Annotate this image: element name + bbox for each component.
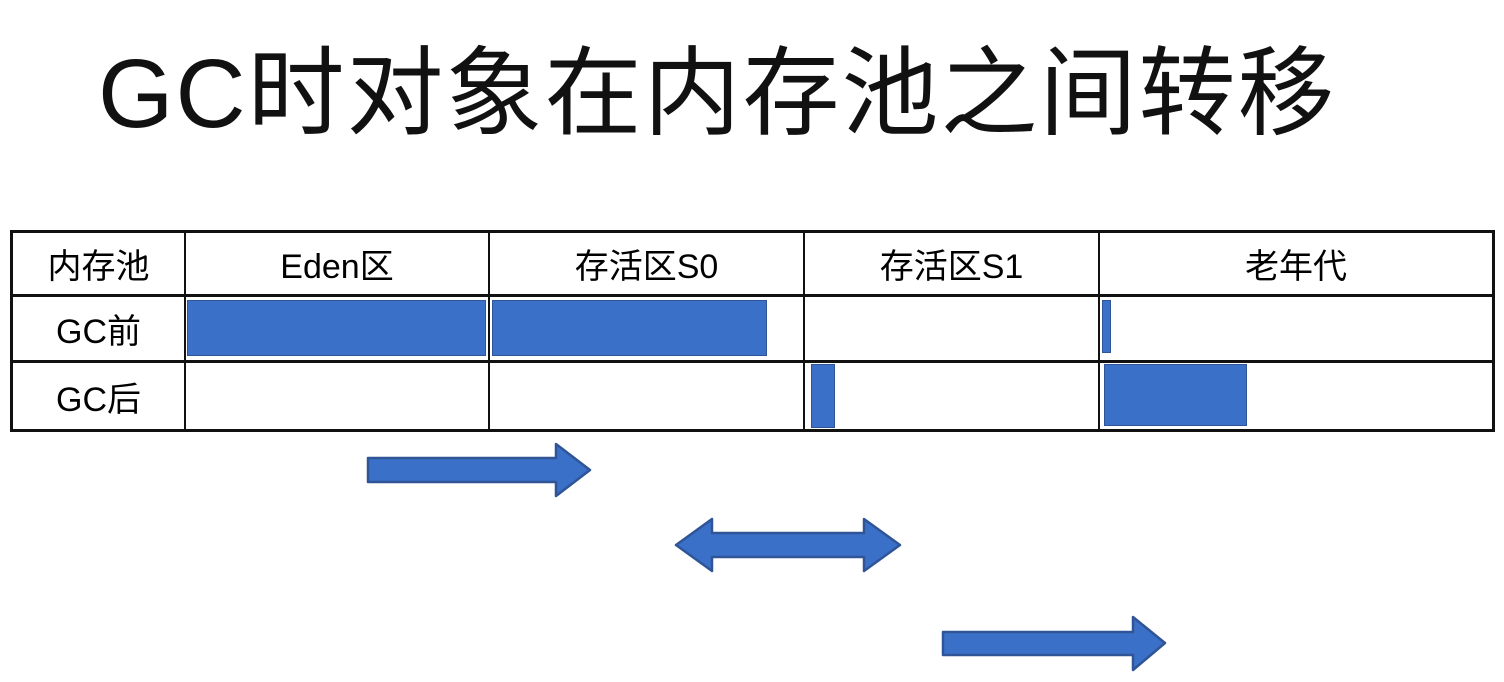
header-cell-memory-pool: 内存池 bbox=[13, 233, 186, 297]
header-cell-eden: Eden区 bbox=[186, 233, 490, 297]
double-headed-arrow-icon-s0-s1 bbox=[668, 514, 908, 576]
double-headed-arrow-polygon bbox=[674, 517, 902, 573]
slide-title: GC时对象在内存池之间转移 bbox=[98, 39, 1337, 148]
occupancy-bar-after-old bbox=[1103, 364, 1247, 426]
memory-pool-table: 内存池 Eden区 存活区S0 存活区S1 老年代 GC前 GC后 bbox=[10, 230, 1495, 432]
occupancy-bar-before-s0 bbox=[491, 299, 768, 356]
right-arrow-polygon bbox=[941, 615, 1167, 672]
cell-before-eden bbox=[186, 297, 490, 363]
occupancy-bar-after-s1 bbox=[811, 364, 836, 428]
cell-before-s0 bbox=[490, 297, 805, 363]
cell-before-s1 bbox=[805, 297, 1100, 363]
header-cell-survivor-s1: 存活区S1 bbox=[805, 233, 1100, 297]
occupancy-bar-before-eden bbox=[186, 299, 487, 356]
cell-before-old bbox=[1100, 297, 1492, 363]
cell-after-s0 bbox=[490, 363, 805, 429]
row-label-before-gc: GC前 bbox=[13, 297, 186, 363]
right-arrow-icon-eden-to-s0 bbox=[360, 438, 595, 500]
cell-after-eden bbox=[186, 363, 490, 429]
header-cell-old-gen: 老年代 bbox=[1100, 233, 1492, 297]
cell-after-old bbox=[1100, 363, 1492, 429]
row-label-after-gc: GC后 bbox=[13, 363, 186, 429]
header-cell-survivor-s0: 存活区S0 bbox=[490, 233, 805, 297]
right-arrow-polygon bbox=[366, 442, 592, 498]
cell-after-s1 bbox=[805, 363, 1100, 429]
right-arrow-icon-s1-to-old bbox=[935, 612, 1170, 674]
occupancy-bar-before-old bbox=[1102, 299, 1112, 354]
